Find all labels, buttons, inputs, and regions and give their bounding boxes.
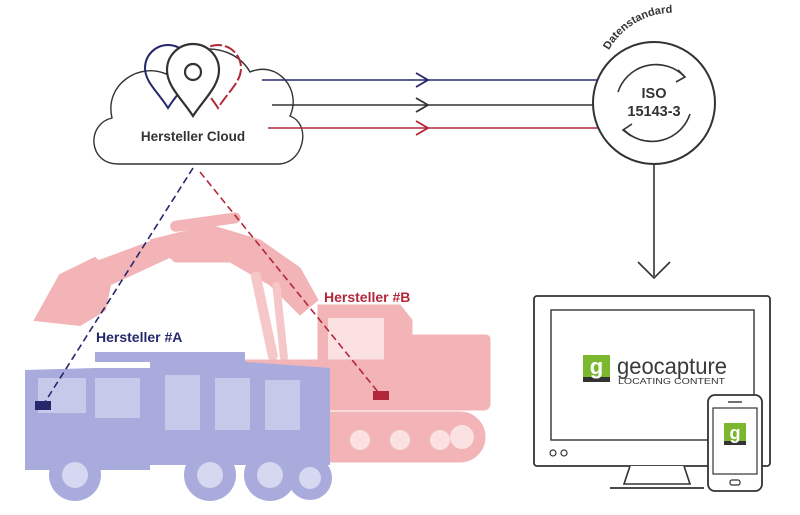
dump-truck-illustration [25,352,332,501]
standard-outer-ring [592,41,716,165]
geocapture-logo: g geocapture LOCATING CONTENT [583,353,727,386]
link-b-to-cloud [199,171,379,393]
device-a [35,401,51,410]
svg-text:g: g [590,354,603,379]
phone-app-icon [724,423,746,445]
cycle-arrow-bottom-icon [623,113,691,143]
iso-number-label: 15143-3 [627,104,680,120]
cycle-arrow-top-icon [617,63,685,93]
link-a-to-cloud [44,167,194,403]
svg-text:g: g [730,423,741,443]
brand-tagline: LOCATING CONTENT [618,376,725,386]
manufacturer-b-label: Hersteller #B [324,289,410,305]
manufacturer-a-label: Hersteller #A [96,329,182,345]
truck-wheels [49,449,332,501]
excavator-boom [148,224,319,316]
iso-label: ISO [642,86,667,102]
cloud-label: Hersteller Cloud [141,129,245,144]
map-pin-dark-icon [165,42,221,118]
device-b [373,391,389,400]
brand-name: geocapture [617,353,727,379]
data-flow-lines [262,72,620,136]
smartphone: g [707,394,763,492]
